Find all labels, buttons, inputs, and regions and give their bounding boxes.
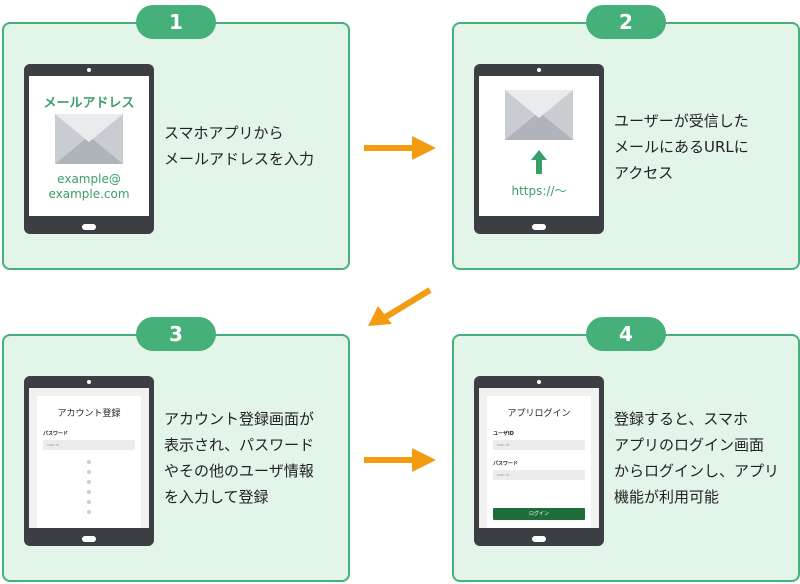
tablet-screen: アカウント登録 パスワード user-id (29, 388, 149, 528)
description-line: やその他のユーザ情報 (164, 462, 314, 480)
tablet-home-button (82, 224, 96, 230)
step-description: ユーザーが受信した メールにあるURLに アクセス (614, 108, 794, 186)
password-label: パスワード (493, 461, 519, 467)
description-line: を入力して登録 (164, 488, 269, 506)
user-id-input[interactable]: user-id (493, 440, 585, 450)
arrow-down-left-icon (368, 287, 432, 326)
description-line: 表示され、パスワード (164, 436, 315, 454)
login-button[interactable]: ログイン (493, 508, 585, 520)
step-2-panel: 2 https://～ ユーザーが受信した メールにあるURLに アクセス (452, 5, 800, 270)
account-registration-title: アカウント登録 (57, 409, 121, 419)
description-line: 機能が利用可能 (614, 488, 720, 506)
step-description: アカウント登録画面が 表示され、パスワード やその他のユーザ情報 を入力して登録 (164, 406, 344, 510)
user-id-label: ユーザID (493, 431, 514, 437)
step-4-panel: 4 アプリログイン ユーザID user-id パスワード user-id ログ… (452, 317, 800, 582)
step-number-badge: 2 (586, 5, 666, 39)
step-description: 登録すると、スマホ アプリのログイン画面 からログインし、アプリ 機能が利用可能 (614, 406, 794, 510)
arrow-right-icon (364, 136, 436, 160)
tablet-device: アカウント登録 パスワード user-id (24, 376, 154, 546)
tablet-camera (87, 68, 91, 72)
envelope-icon (505, 90, 573, 140)
email-line-1: example@ (57, 172, 121, 186)
tablet-home-button (532, 536, 546, 542)
tablet-camera (537, 68, 541, 72)
description-line: 登録すると、スマホ (614, 410, 748, 428)
tablet-home-button (532, 224, 546, 230)
step-number-badge: 3 (136, 317, 216, 351)
description-line: メールアドレスを入力 (164, 150, 315, 168)
arrow-right-icon (364, 448, 436, 472)
description-line: メールにあるURLに (614, 138, 749, 156)
description-line: スマホアプリから (164, 124, 284, 142)
step-number-badge: 1 (136, 5, 216, 39)
password-input[interactable]: user-id (43, 440, 135, 450)
account-registration-card: アカウント登録 パスワード user-id (37, 396, 141, 528)
example-email: example@ example.com (29, 172, 149, 202)
envelope-icon (55, 114, 123, 164)
description-line: ユーザーが受信した (614, 112, 749, 130)
description-line: アプリのログイン画面 (614, 436, 765, 454)
password-input[interactable]: user-id (493, 470, 585, 480)
tablet-home-button (82, 536, 96, 542)
tablet-device: メールアドレス example@ example.com (24, 64, 154, 234)
step-number-badge: 4 (586, 317, 666, 351)
tablet-device: アプリログイン ユーザID user-id パスワード user-id ログイン (474, 376, 604, 546)
step-1-panel: 1 メールアドレス example@ example.com スマホアプリから … (2, 5, 350, 270)
vertical-dots-icon (87, 460, 91, 520)
app-login-card: アプリログイン ユーザID user-id パスワード user-id ログイン (487, 396, 591, 528)
email-address-title: メールアドレス (43, 96, 135, 111)
url-text: https://～ (511, 184, 567, 198)
tablet-screen: アプリログイン ユーザID user-id パスワード user-id ログイン (479, 388, 599, 528)
app-login-title: アプリログイン (507, 409, 571, 419)
tablet-device: https://～ (474, 64, 604, 234)
tablet-screen: メールアドレス example@ example.com (29, 76, 149, 216)
step-3-panel: 3 アカウント登録 パスワード user-id アカウント登録画面が 表示され、… (2, 317, 350, 582)
tablet-camera (537, 380, 541, 384)
tablet-camera (87, 380, 91, 384)
password-label: パスワード (43, 431, 69, 437)
step-description: スマホアプリから メールアドレスを入力 (164, 120, 344, 172)
tablet-screen: https://～ (479, 76, 599, 216)
description-line: からログインし、アプリ (614, 462, 780, 480)
arrow-up-icon (531, 150, 547, 174)
description-line: アカウント登録画面が (164, 410, 315, 428)
email-line-2: example.com (48, 187, 130, 201)
description-line: アクセス (614, 164, 674, 182)
